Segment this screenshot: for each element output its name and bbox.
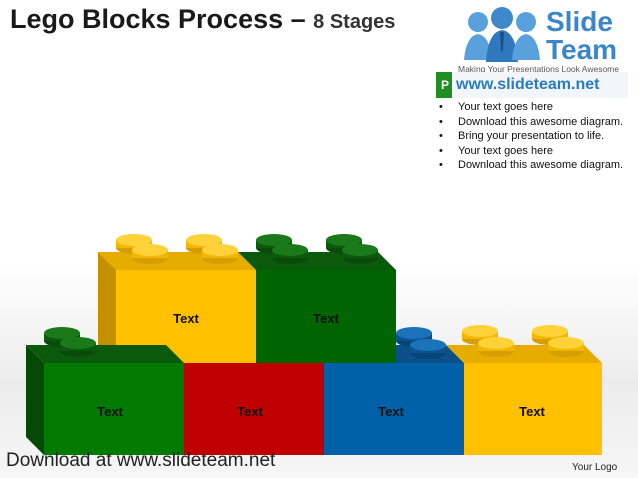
url-banner: P www.slideteam.net <box>436 72 628 98</box>
bottom-block-yellow: Text <box>446 325 602 455</box>
logo-word-team: Team <box>546 34 618 65</box>
logo-tagline: Making Your Presentations Look Awesome <box>458 64 619 74</box>
block-label: Text <box>519 404 545 419</box>
download-footer[interactable]: Download at www.slideteam.net <box>6 450 276 471</box>
slide-title: Lego Blocks Process – 8 Stages <box>10 4 395 35</box>
block-label: Text <box>378 404 404 419</box>
slideteam-logo: Slide Team Making Your Presentations Loo… <box>458 6 632 74</box>
bullet-item: Bring your presentation to life. <box>436 129 636 144</box>
stud-green-bottom <box>44 327 96 357</box>
block-label: Text <box>313 311 339 326</box>
bullet-item: Download this awesome diagram. <box>436 158 636 173</box>
stud-yellow-bottom <box>462 325 584 357</box>
website-link[interactable]: www.slideteam.net <box>452 72 628 98</box>
bullet-item: Your text goes here <box>436 100 636 115</box>
bottom-block-green: Text <box>26 327 184 455</box>
bottom-block-blue: Text <box>324 327 464 455</box>
bullet-item: Download this awesome diagram. <box>436 115 636 130</box>
bottom-block-red: Text <box>184 363 324 455</box>
url-banner-accent: P <box>436 72 452 98</box>
bullet-item: Your text goes here <box>436 144 636 159</box>
url-banner-prefix: P <box>441 78 450 92</box>
people-logo-icon <box>464 7 540 62</box>
block-label: Text <box>97 404 123 419</box>
bullet-list: Your text goes here Download this awesom… <box>436 100 636 173</box>
top-block-yellow: Text <box>98 234 256 363</box>
stud-blue <box>396 327 446 359</box>
stud-yellow <box>116 234 238 264</box>
title-sub: 8 Stages <box>313 11 396 33</box>
block-label: Text <box>237 404 263 419</box>
title-main: Lego Blocks Process – <box>10 4 314 34</box>
stud-green <box>256 234 378 264</box>
top-block-green: Text <box>238 234 396 363</box>
block-label: Text <box>173 311 199 326</box>
logo-word-slide: Slide <box>546 6 613 37</box>
your-logo-placeholder: Your Logo <box>572 462 618 473</box>
